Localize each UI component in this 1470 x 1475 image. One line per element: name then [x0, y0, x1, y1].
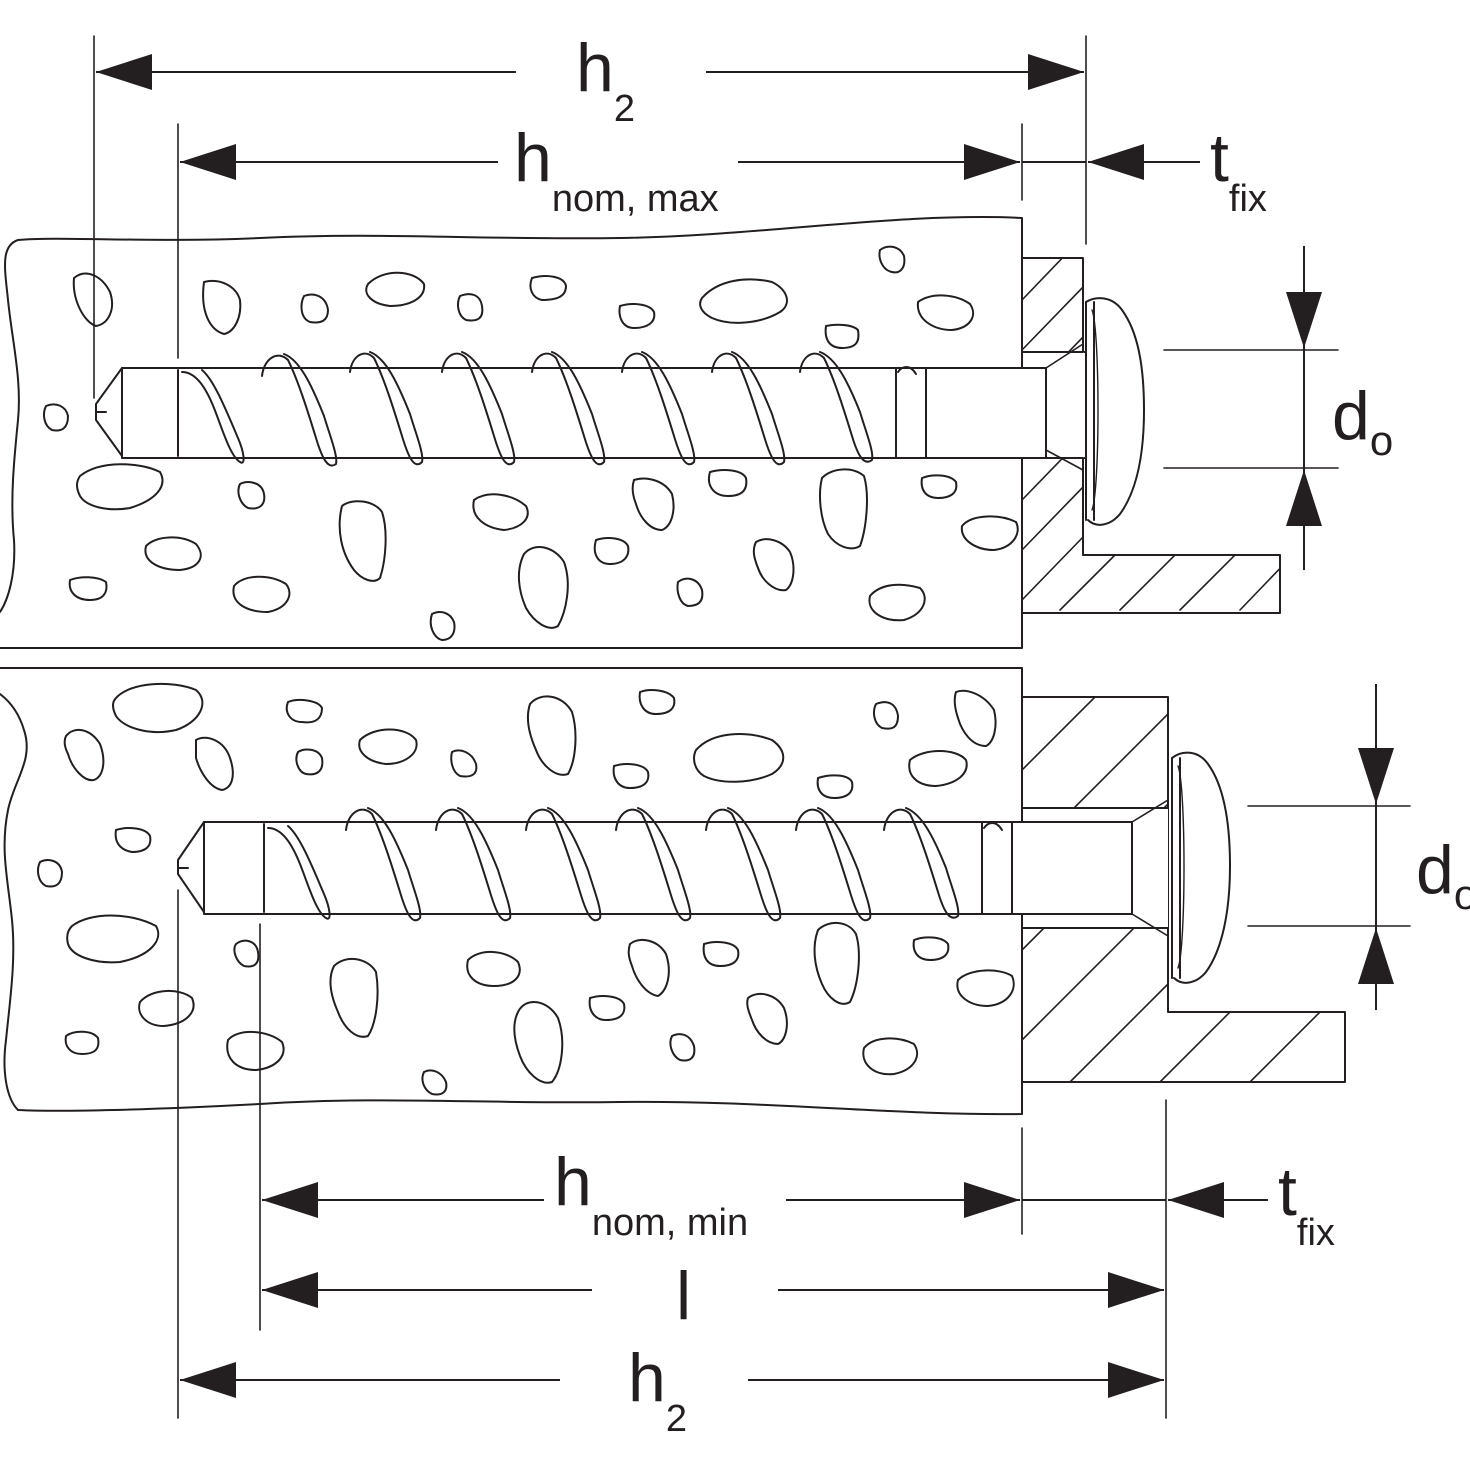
label-hnom-min-main: h	[554, 1144, 592, 1220]
screw-anchor-top	[95, 297, 1145, 526]
extension-lines	[93, 35, 1411, 1419]
label-hnom-max-sub: nom, max	[551, 178, 719, 220]
label-tfix-top-sub: fix	[1228, 178, 1267, 220]
label-do-top-main: d	[1332, 378, 1370, 454]
label-do-top: do	[1332, 382, 1393, 462]
concrete-block-bottom	[0, 667, 1023, 1116]
label-tfix-top: tfix	[1210, 124, 1267, 218]
label-h2-bottom-main: h	[628, 1340, 666, 1416]
fixture-plate-top	[1021, 257, 1281, 614]
aggregate-stones-bottom	[37, 682, 1015, 1096]
label-do-bottom: do	[1416, 836, 1470, 916]
concrete-block-top	[0, 216, 1023, 649]
label-h2-bottom: h2	[628, 1344, 687, 1438]
label-do-bottom-sub: o	[1453, 871, 1470, 918]
label-tfix-bottom-main: t	[1278, 1154, 1297, 1230]
label-do-bottom-main: d	[1416, 832, 1454, 908]
label-hnom-min-sub: nom, min	[591, 1202, 749, 1244]
label-hnom-max: hnom, max	[514, 124, 719, 218]
label-hnom-min: hnom, min	[554, 1148, 748, 1242]
label-l: l	[676, 1262, 691, 1330]
label-h2-top-sub: 2	[613, 88, 635, 130]
aggregate-stones-top	[43, 245, 1019, 641]
label-hnom-max-main: h	[514, 120, 552, 196]
label-tfix-top-main: t	[1210, 120, 1229, 196]
label-h2-top-main: h	[576, 30, 614, 106]
screw-anchor-bottom	[177, 751, 1231, 984]
label-h2-top: h2	[576, 34, 635, 128]
label-tfix-bottom: tfix	[1278, 1158, 1335, 1252]
label-h2-bottom-sub: 2	[665, 1398, 687, 1440]
label-tfix-bottom-sub: fix	[1296, 1212, 1335, 1254]
label-l-main: l	[676, 1258, 692, 1334]
label-do-top-sub: o	[1369, 417, 1394, 464]
